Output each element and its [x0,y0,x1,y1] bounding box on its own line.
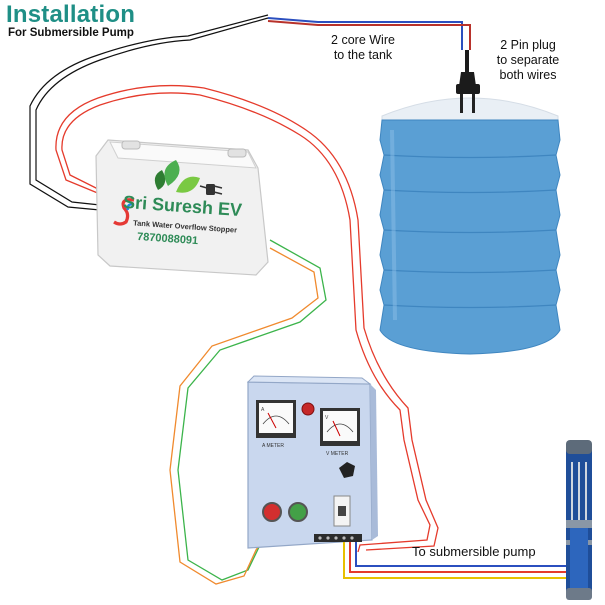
indicator-lamp-icon [301,402,315,416]
stop-button-icon [262,502,282,522]
overflow-stopper-device [95,139,269,276]
control-panel: A V [246,375,378,549]
water-tank [379,97,561,355]
submersible-pump-icon [566,440,592,600]
float-wires [169,239,327,585]
rotary-knob-icon [339,462,355,478]
start-button-icon [288,502,308,522]
svg-text:V: V [325,415,329,421]
two-pin-plug-label: 2 Pin plug to separate both wires [496,38,560,82]
terminal-strip [314,534,362,542]
ammeter-caption: A METER [262,443,284,449]
ammeter-gauge: A [256,400,296,438]
red-sensor-wire [55,84,439,553]
voltmeter-gauge: V [320,408,360,446]
mcb-switch-icon [333,495,351,527]
black-wires [29,14,269,211]
page-title: Installation [6,1,136,28]
to-pump-label: To submersible pump [412,544,536,559]
voltmeter-caption: V METER [326,451,349,457]
svg-text:A: A [261,407,265,413]
brand-s-logo-icon [113,198,135,226]
page-subtitle: For Submersible Pump [8,27,134,39]
two-core-wire-label: 2 core Wire to the tank [331,33,395,62]
two-core-wire [267,17,471,50]
leaf-logo-icon [154,160,223,195]
pump-wires [343,542,566,579]
two-pin-plug-icon [456,50,480,113]
